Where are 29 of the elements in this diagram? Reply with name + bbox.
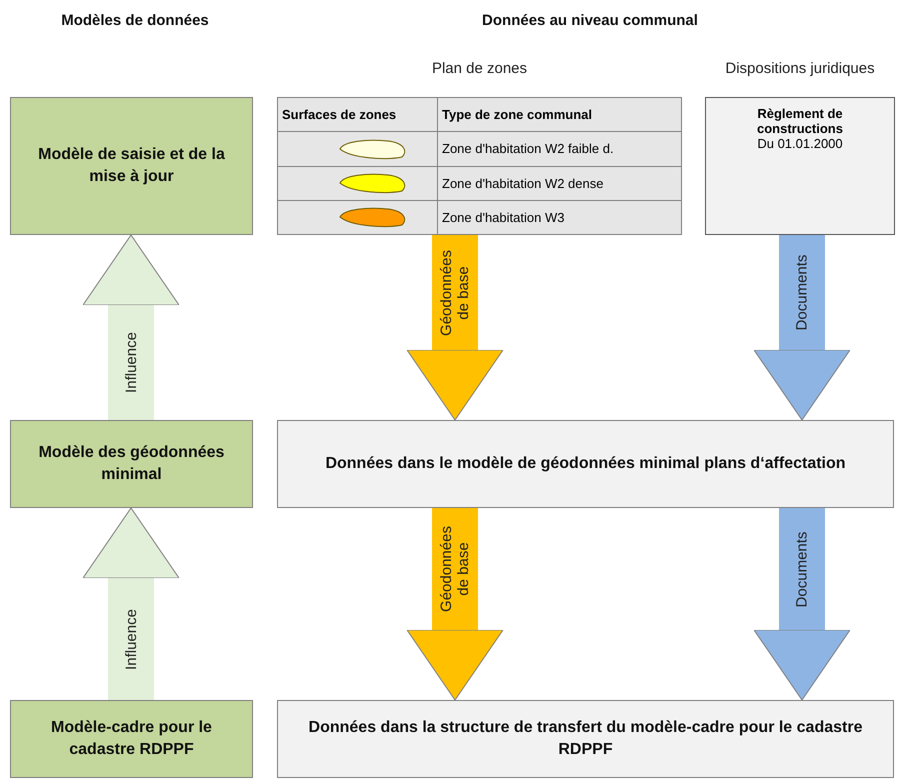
box-heading: Dispositions juridiques xyxy=(724,60,876,77)
column-heading: Modèles de données xyxy=(61,12,209,29)
block-arrow xyxy=(82,508,180,700)
edge-label: Documents xyxy=(793,254,810,330)
edge-label: Influence xyxy=(122,332,140,393)
table-cell: Zone d'habitation W3 xyxy=(438,200,682,234)
edge-label: Documents xyxy=(793,531,810,607)
edge-label: Influence xyxy=(122,608,140,670)
column-heading: Données au niveau communal xyxy=(482,12,698,29)
process-box: Données dans le modèle de géodonnées minimal plans d‘affectation xyxy=(277,420,894,508)
table-cell: Zone d'habitation W2 dense xyxy=(438,166,682,200)
block-arrow xyxy=(406,235,504,420)
zone-table xyxy=(277,60,682,235)
process-box: Données dans la structure de transfert du modèle-cadre pour le cadastre RDPPF xyxy=(277,700,894,778)
table-heading: Plan de zones xyxy=(430,60,528,77)
process-box: Modèle de saisie et de la mise à jour xyxy=(10,97,253,235)
document-text: Règlement de constructions xyxy=(756,106,844,136)
block-arrow xyxy=(754,235,850,420)
process-box: Modèle-cadre pour le cadastre RDPPF xyxy=(10,700,253,778)
header-cell: Type de zone communal xyxy=(438,98,682,132)
edge-label: Géodonnées de base xyxy=(438,248,472,338)
document-text: Du 01.01.2000 xyxy=(756,136,844,151)
block-arrow xyxy=(82,234,180,420)
edge-label: Géodonnées de base xyxy=(438,525,472,614)
block-arrow xyxy=(406,508,504,700)
block-arrow xyxy=(754,508,850,700)
header-cell: Surfaces de zones xyxy=(278,98,438,132)
process-box: Modèle des géodonnées minimal xyxy=(10,420,253,508)
table-cell: Zone d'habitation W2 faible d. xyxy=(438,132,682,166)
